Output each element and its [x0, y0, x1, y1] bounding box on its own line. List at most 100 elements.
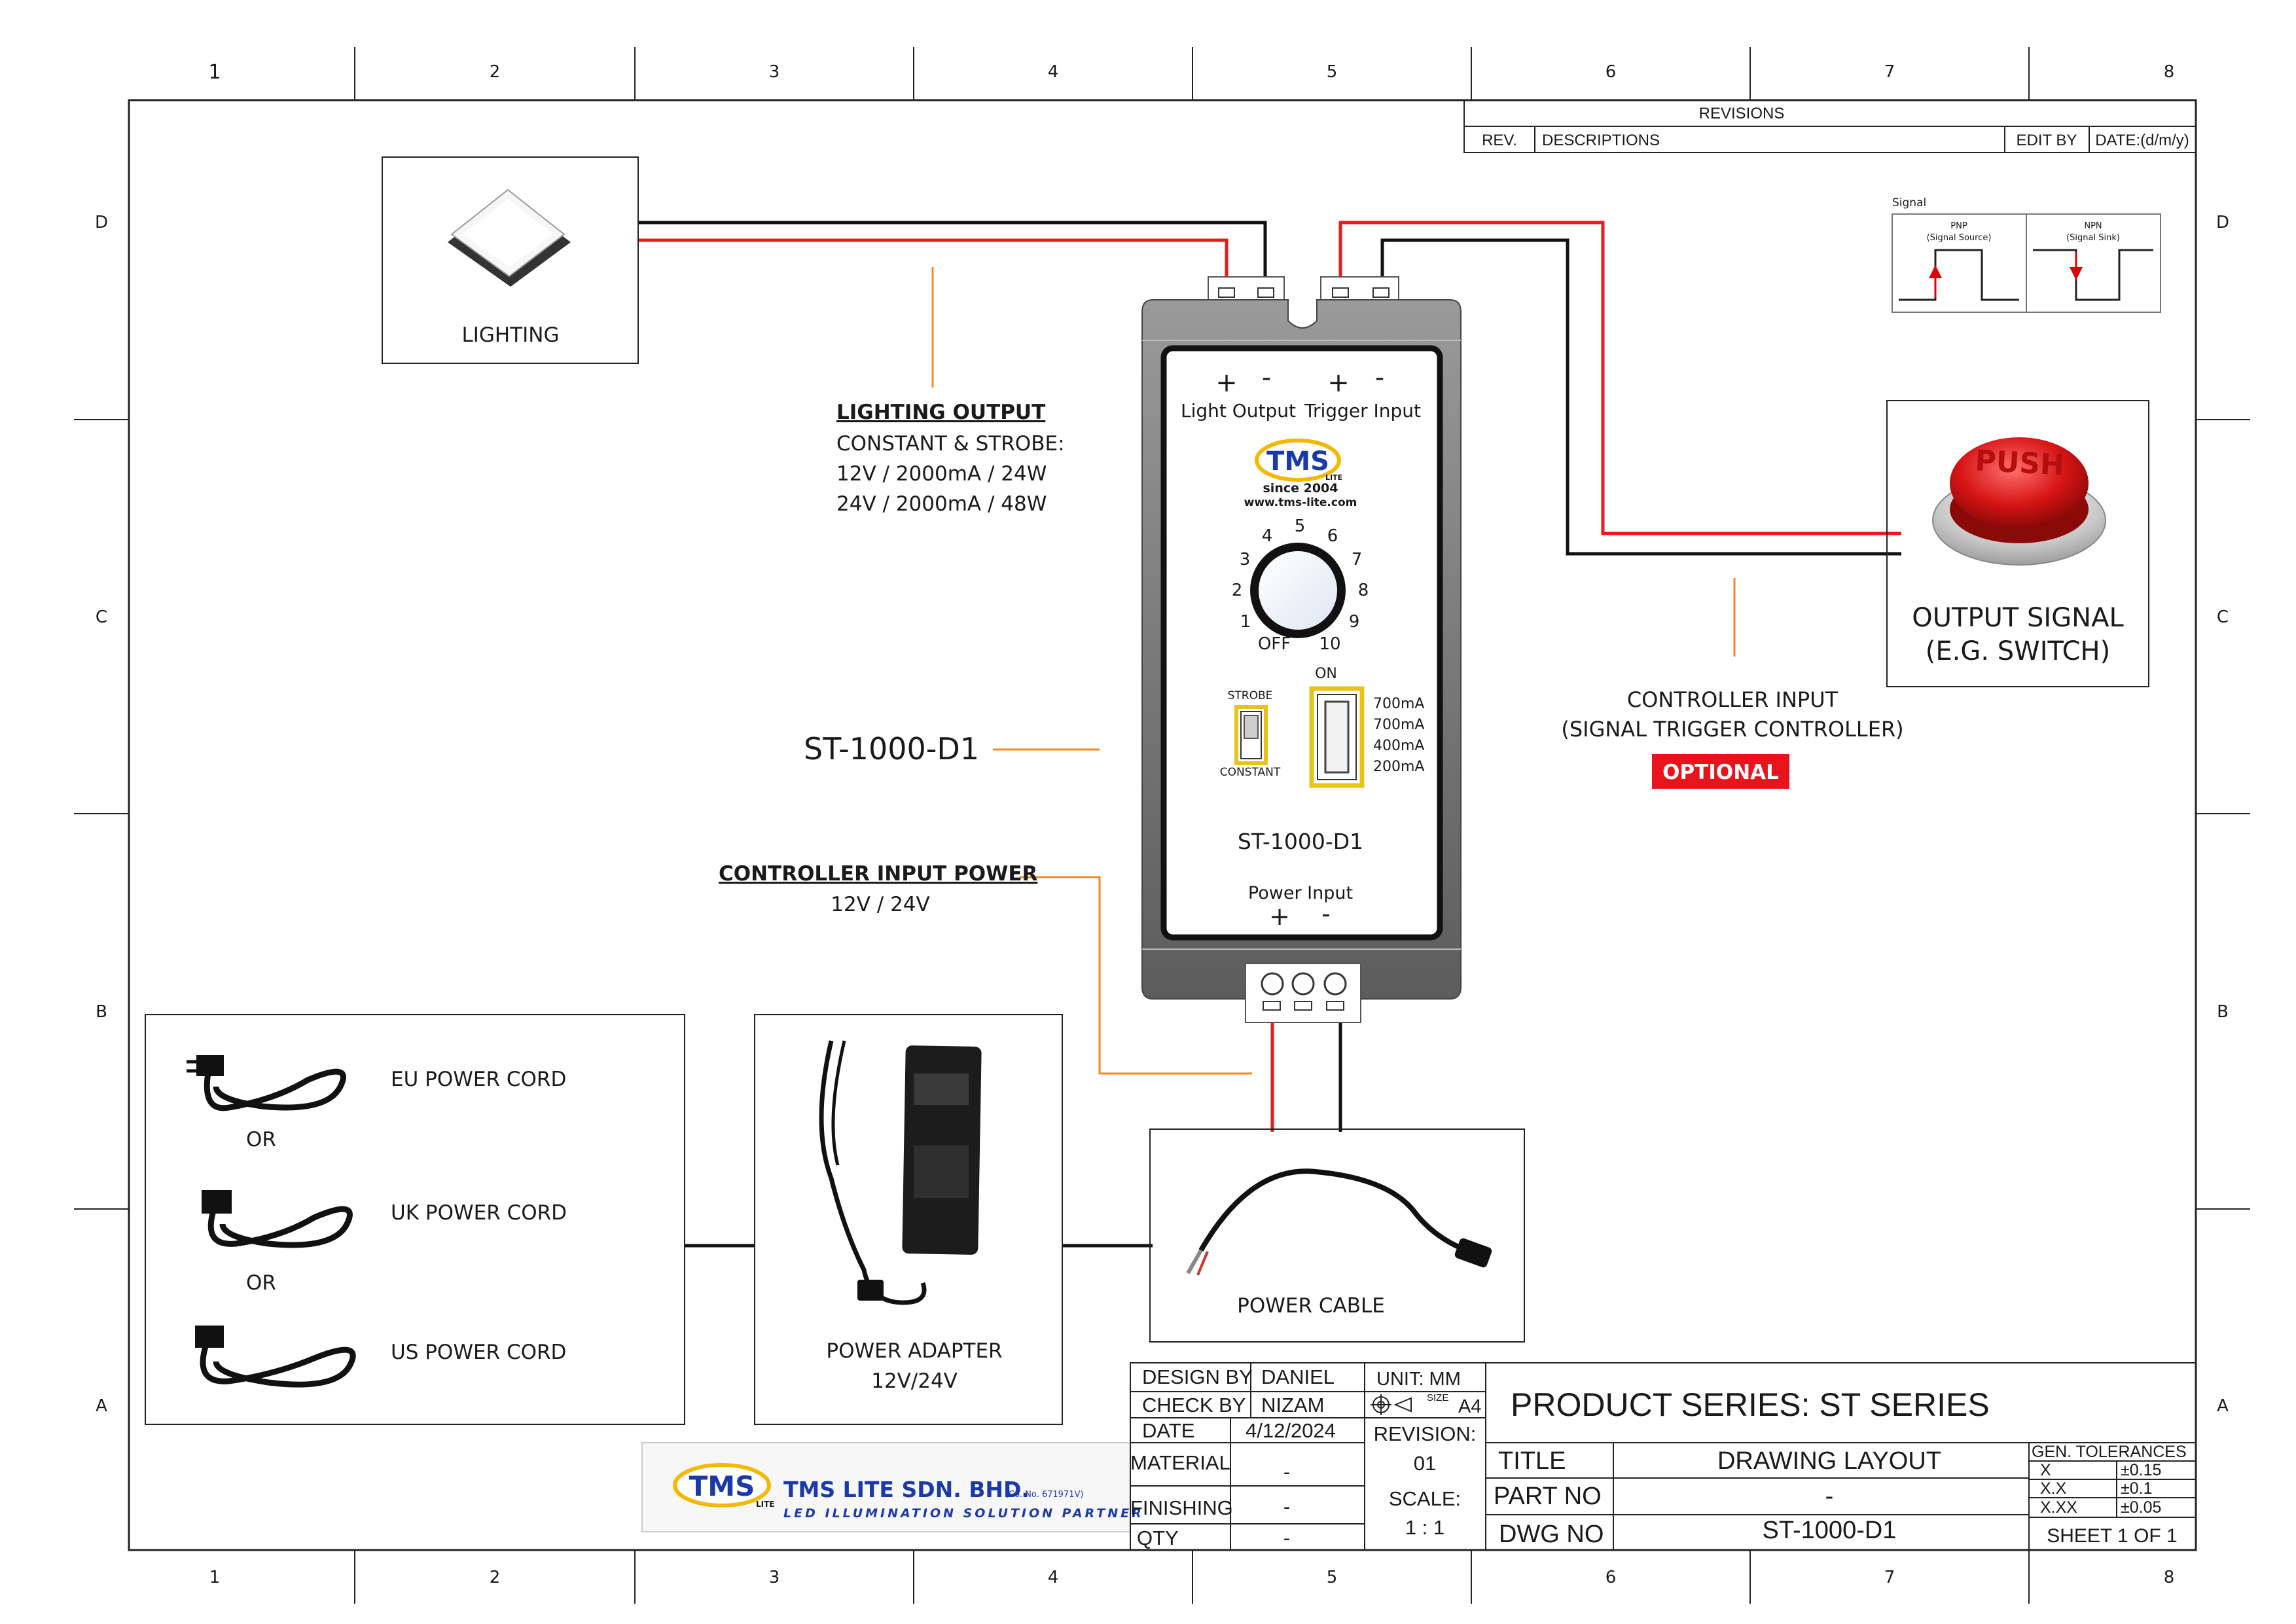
- grid-col-1: 1: [208, 61, 221, 84]
- grid-col-3-bottom: 3: [769, 1568, 780, 1587]
- npn-arrow-icon: [2070, 267, 2083, 280]
- constant-label: CONSTANT: [1220, 766, 1281, 779]
- npn-label: NPN: [2084, 221, 2102, 231]
- grid-col-5: 5: [1327, 62, 1338, 82]
- tol-x-label: X: [2040, 1461, 2051, 1479]
- dial-7: 7: [1352, 550, 1363, 569]
- revisions-title: REVISIONS: [1699, 105, 1785, 122]
- us-power-cord-label: US POWER CORD: [391, 1341, 566, 1364]
- design-by-value: DANIEL: [1261, 1365, 1335, 1388]
- power-input-label: Power Input: [1248, 883, 1353, 903]
- finishing-label: FINISHING: [1130, 1496, 1233, 1519]
- controller-device: + - + - Light Output Trigger Input TMS L…: [1141, 276, 1462, 1023]
- grid-row-a: A: [96, 1396, 107, 1416]
- lighting-label: LIGHTING: [461, 323, 559, 347]
- output-signal-box: PUSH OUTPUT SIGNAL (E.G. SWITCH): [1886, 400, 2149, 687]
- tol-xxx-label: X.XX: [2040, 1498, 2077, 1517]
- lighting-wire-black: [638, 221, 1267, 302]
- eu-power-cord-label: EU POWER CORD: [391, 1068, 566, 1091]
- company-logo-sub: LITE: [756, 1500, 775, 1509]
- dial-8: 8: [1358, 581, 1369, 600]
- revision-value: 01: [1414, 1452, 1436, 1475]
- scale-label: SCALE:: [1389, 1487, 1461, 1510]
- push-button-icon: PUSH: [1932, 437, 2106, 566]
- trigger-wire-black: [1380, 238, 1901, 556]
- device-brand: TMS: [1266, 446, 1329, 477]
- grid-col-2: 2: [490, 62, 501, 82]
- pnp-waveform: [1899, 249, 2019, 301]
- strobe-label: STROBE: [1228, 689, 1273, 702]
- trigger-input-plus: +: [1327, 368, 1350, 398]
- design-by-label: DESIGN BY: [1142, 1365, 1253, 1388]
- intensity-dial[interactable]: OFF 1 2 3 4 5 6 7 8 9 10: [1232, 516, 1369, 654]
- power-cords-box: EU POWER CORD OR UK POWER CORD OR US POW…: [145, 1014, 685, 1425]
- light-output-label: Light Output: [1181, 400, 1296, 422]
- revisions-col-rev: REV.: [1482, 132, 1517, 149]
- power-input-minus: -: [1321, 899, 1331, 928]
- light-output-minus: -: [1262, 363, 1271, 393]
- lighting-output-spec: LIGHTING OUTPUT CONSTANT & STROBE: 12V /…: [836, 401, 1065, 516]
- lighting-output-line-3: 24V / 2000mA / 48W: [836, 492, 1047, 516]
- unit-label: UNIT: MM: [1376, 1369, 1461, 1390]
- company-logo: TMS: [689, 1470, 755, 1502]
- size-label: SIZE: [1427, 1392, 1448, 1403]
- device-website: www.tms-lite.com: [1244, 496, 1357, 509]
- revisions-col-descriptions: DESCRIPTIONS: [1542, 132, 1660, 149]
- tol-xx-value: ±0.1: [2121, 1479, 2152, 1498]
- current-selector-switch[interactable]: ON 700mA 700mA 400mA 200mA: [1309, 666, 1424, 788]
- grid-row-a-right: A: [2217, 1396, 2229, 1416]
- grid-row-c-right: C: [2217, 607, 2229, 627]
- device-brand-sub: LITE: [1325, 473, 1342, 482]
- date-label: DATE: [1142, 1419, 1194, 1442]
- tol-xxx-value: ±0.05: [2121, 1498, 2161, 1517]
- projection-symbol-icon: [1371, 1394, 1412, 1415]
- power-input-plus: +: [1269, 902, 1290, 931]
- grid-column-labels: 1 2 3 4 5 6 7 8 1 2 3 4 5 6 7 8: [208, 61, 2174, 1587]
- company-name: TMS LITE SDN. BHD.: [783, 1477, 1030, 1502]
- company-tagline: LED ILLUMINATION SOLUTION PARTNER: [783, 1506, 1144, 1521]
- part-no-label: PART NO: [1494, 1483, 1602, 1510]
- dial-5: 5: [1295, 516, 1306, 536]
- tol-x-value: ±0.15: [2121, 1461, 2161, 1479]
- push-button-text: PUSH: [1974, 444, 2065, 482]
- controller-input-line-2: (SIGNAL TRIGGER CONTROLLER): [1561, 717, 1903, 742]
- trigger-input-minus: -: [1375, 363, 1384, 393]
- material-label: MATERIAL: [1130, 1451, 1230, 1474]
- pnp-label: PNP: [1950, 221, 1967, 231]
- optional-badge-text: OPTIONAL: [1662, 761, 1779, 784]
- grid-row-d-right: D: [2216, 213, 2229, 232]
- grid-col-8: 8: [2164, 62, 2175, 82]
- signal-legend-title: Signal: [1892, 196, 1926, 209]
- title-value: DRAWING LAYOUT: [1717, 1447, 1941, 1475]
- check-by-label: CHECK BY: [1142, 1394, 1246, 1416]
- strobe-constant-switch[interactable]: STROBE CONSTANT: [1220, 689, 1281, 779]
- current-option-2: 700mA: [1373, 717, 1424, 733]
- grid-col-6: 6: [1605, 62, 1617, 82]
- eu-plug-icon: [187, 1055, 346, 1111]
- title-label: TITLE: [1498, 1447, 1566, 1475]
- on-label: ON: [1315, 666, 1337, 682]
- power-input-terminal: [1245, 963, 1361, 1023]
- controller-input-note: CONTROLLER INPUT (SIGNAL TRIGGER CONTROL…: [1561, 687, 1904, 789]
- power-adapter-line-1: POWER ADAPTER: [826, 1339, 1002, 1363]
- controller-input-power-spec: CONTROLLER INPUT POWER 12V / 24V: [719, 862, 1038, 916]
- company-banner: TMS LITE TMS LITE SDN. BHD. (Co. No. 671…: [641, 1442, 1144, 1532]
- current-option-3: 400mA: [1373, 738, 1424, 754]
- leader-lines: [931, 267, 1736, 1075]
- title-block: DESIGN BY DANIEL CHECK BY NIZAM DATE 4/1…: [1130, 1362, 2197, 1551]
- trigger-wire-red: [1338, 221, 1901, 535]
- lighting-output-line-1: CONSTANT & STROBE:: [836, 432, 1065, 456]
- us-plug-icon: [195, 1326, 356, 1388]
- dial-10: 10: [1319, 634, 1340, 654]
- grid-row-b-right: B: [2217, 1002, 2229, 1022]
- dial-9: 9: [1349, 612, 1360, 632]
- dial-3: 3: [1240, 550, 1251, 569]
- output-signal-line-1: OUTPUT SIGNAL: [1912, 603, 2124, 633]
- led-light-icon: [448, 189, 571, 287]
- pnp-sublabel: (Signal Source): [1927, 233, 1992, 243]
- controller-input-line-1: CONTROLLER INPUT: [1627, 687, 1839, 712]
- or-label-1: OR: [246, 1128, 276, 1151]
- signal-legend: Signal PNP (Signal Source) NPN (Signal S…: [1892, 196, 2161, 313]
- lighting-output-heading: LIGHTING OUTPUT: [836, 401, 1045, 424]
